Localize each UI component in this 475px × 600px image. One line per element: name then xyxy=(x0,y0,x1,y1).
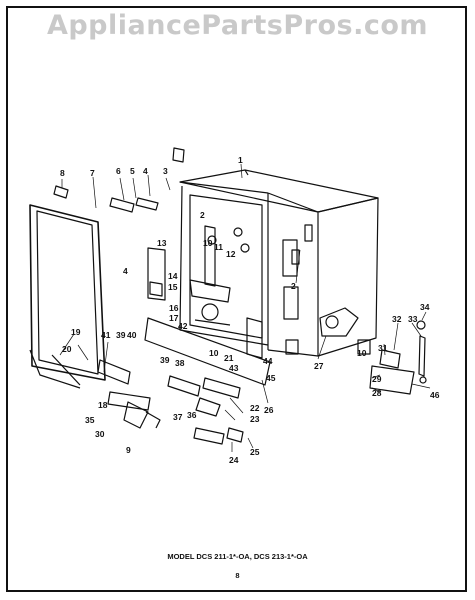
part-label: 10 xyxy=(203,238,213,248)
part-labels: 1 2 2 3 4 4 5 6 7 8 9 10 10 10 11 12 13 … xyxy=(60,155,440,465)
part-label: 4 xyxy=(123,266,128,276)
part-label: 7 xyxy=(90,168,95,178)
part-label: 8 xyxy=(60,168,65,178)
part-label: 17 xyxy=(169,313,179,323)
part-label: 6 xyxy=(116,166,121,176)
part-label: 15 xyxy=(168,282,178,292)
part-label: 38 xyxy=(175,358,185,368)
part-label: 20 xyxy=(62,344,72,354)
part-label: 5 xyxy=(130,166,135,176)
part-label: 36 xyxy=(187,410,197,420)
door-panel xyxy=(29,204,106,389)
watermark: AppliancePartsPros.com xyxy=(46,10,429,41)
part-label: 44 xyxy=(263,356,273,366)
part-label: 40 xyxy=(127,330,137,340)
part-label: 39 xyxy=(116,330,126,340)
part-label: 35 xyxy=(85,415,95,425)
part-label: 29 xyxy=(372,374,382,384)
model-caption: MODEL DCS 211-1*-OA, DCS 213-1*-OA xyxy=(167,552,308,561)
part-label: 2 xyxy=(200,210,205,220)
part-label: 32 xyxy=(392,314,402,324)
front-panel xyxy=(144,247,271,386)
part-label: 33 xyxy=(408,314,418,324)
right-components xyxy=(369,320,427,395)
part-label: 39 xyxy=(160,355,170,365)
part-label: 14 xyxy=(168,271,178,281)
part-label: 18 xyxy=(98,400,108,410)
part-label: 3 xyxy=(163,166,168,176)
hinge-assembly xyxy=(53,147,244,445)
page-number: 8 xyxy=(235,571,240,580)
part-label: 13 xyxy=(157,238,167,248)
part-label: 41 xyxy=(101,330,111,340)
part-label: 9 xyxy=(126,445,131,455)
part-label: 25 xyxy=(250,447,260,457)
part-label: 2 xyxy=(291,281,296,291)
diagram-frame xyxy=(6,6,467,592)
part-label: 11 xyxy=(214,242,223,252)
part-label: 37 xyxy=(173,412,183,422)
part-label: 16 xyxy=(169,303,179,313)
part-label: 26 xyxy=(264,405,274,415)
tub-cabinet xyxy=(179,169,379,357)
part-label: 23 xyxy=(250,414,260,424)
part-label: 42 xyxy=(178,321,188,331)
part-label: 31 xyxy=(378,343,388,353)
part-label: 12 xyxy=(226,249,236,259)
part-label: 30 xyxy=(95,429,105,439)
part-label: 27 xyxy=(314,361,324,371)
leader-lines xyxy=(59,163,431,452)
part-label: 4 xyxy=(143,166,148,176)
part-label: 10 xyxy=(209,348,219,358)
part-label: 43 xyxy=(229,363,239,373)
pump-assembly xyxy=(189,225,250,326)
part-label: 24 xyxy=(229,455,239,465)
part-label: 19 xyxy=(71,327,81,337)
part-label: 28 xyxy=(372,388,382,398)
part-label: 45 xyxy=(266,373,276,383)
part-label: 10 xyxy=(357,348,367,358)
part-label: 34 xyxy=(420,302,430,312)
part-label: 21 xyxy=(224,353,234,363)
part-label: 1 xyxy=(238,155,243,165)
part-label: 22 xyxy=(250,403,260,413)
part-label: 46 xyxy=(430,390,440,400)
